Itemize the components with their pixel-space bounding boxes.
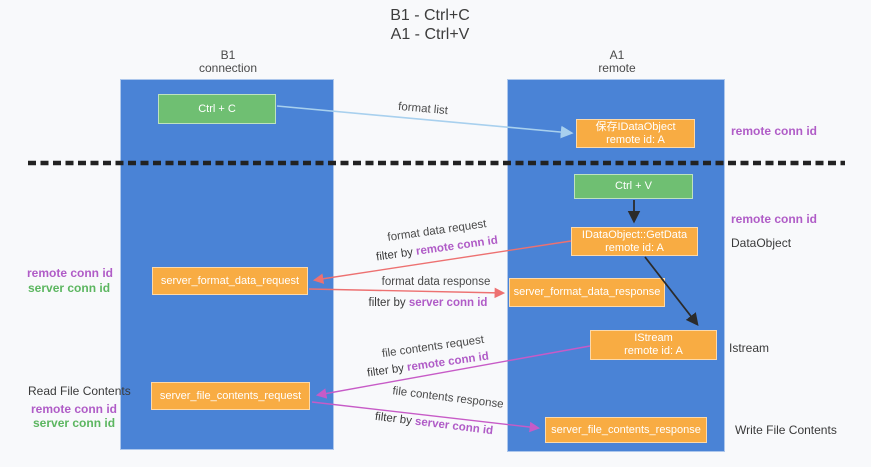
save-idataobject-line1: 保存IDataObject	[595, 120, 676, 133]
box-server-file-contents-request: server_file_contents_request	[151, 382, 310, 410]
label-filter-format-response: filter by server conn id	[369, 297, 488, 309]
format-request-label: server_format_data_request	[160, 274, 300, 287]
box-save-idataobject: 保存IDataObject remote id: A	[576, 119, 695, 148]
column-header-b1: B1 connection	[128, 49, 328, 75]
server-conn-id-key: server conn id	[408, 297, 488, 309]
column-header-a1: A1 remote	[517, 49, 717, 75]
box-server-format-data-response: server_format_data_response	[509, 278, 665, 307]
box-server-file-contents-response: server_file_contents_response	[545, 417, 707, 443]
format-response-label: server_format_data_response	[513, 286, 661, 298]
label-filter-file-response: filter by server conn id	[374, 411, 493, 437]
box-idataobject-getdata: IDataObject::GetData remote id: A	[571, 227, 698, 256]
ctrl-v-label: Ctrl + V	[615, 180, 652, 192]
file-request-label: server_file_contents_request	[159, 389, 302, 402]
annotation-write-file-contents: Write File Contents	[735, 423, 837, 437]
annotation-remote-conn-id-right-top: remote conn id	[731, 124, 818, 138]
format-data-response-arrow	[308, 287, 506, 299]
annotation-dataobject: DataObject	[731, 236, 792, 250]
annotation-remote-conn-id-left-2: remote conn id	[31, 402, 118, 416]
getdata-line2: remote id: A	[605, 241, 664, 254]
annotation-server-conn-id-left-1: server conn id	[28, 281, 111, 295]
annotation-read-file-contents: Read File Contents	[28, 384, 131, 398]
annotation-remote-conn-id-right-mid: remote conn id	[731, 212, 818, 226]
title-line-2: A1 - Ctrl+V	[390, 26, 470, 43]
column-a1-role: remote	[598, 61, 636, 75]
file-response-label: server_file_contents_response	[551, 423, 701, 436]
label-format-list: format list	[397, 100, 449, 118]
filter-by-text: filter by	[374, 410, 416, 428]
getdata-line1: IDataObject::GetData	[581, 228, 688, 241]
title-line-1: B1 - Ctrl+C	[390, 7, 470, 24]
annotation-remote-conn-id-left-1: remote conn id	[27, 266, 114, 280]
annotation-istream: Istream	[729, 341, 770, 355]
box-istream: IStream remote id: A	[590, 330, 717, 360]
box-ctrl-v: Ctrl + V	[574, 174, 693, 199]
box-server-format-data-request: server_format_data_request	[152, 267, 308, 295]
filter-by-text: filter by	[375, 245, 417, 264]
filter-by-text: filter by	[366, 361, 408, 380]
label-file-contents-response: file contents response	[391, 385, 505, 411]
istream-line2: remote id: A	[624, 345, 683, 357]
column-b1-name: B1	[220, 48, 236, 62]
filter-by-text: filter by	[368, 297, 409, 309]
column-a1-name: A1	[609, 48, 625, 62]
diagram-title: B1 - Ctrl+C A1 - Ctrl+V	[0, 6, 860, 44]
server-conn-id-key: server conn id	[414, 415, 494, 438]
column-b1-role: connection	[198, 61, 258, 75]
box-ctrl-c: Ctrl + C	[158, 94, 276, 124]
ctrl-c-label: Ctrl + C	[198, 102, 236, 115]
annotation-server-conn-id-left-2: server conn id	[33, 416, 116, 430]
istream-line1: IStream	[634, 332, 673, 344]
save-idataobject-line2: remote id: A	[606, 133, 665, 146]
label-format-data-response: format data response	[381, 276, 491, 288]
